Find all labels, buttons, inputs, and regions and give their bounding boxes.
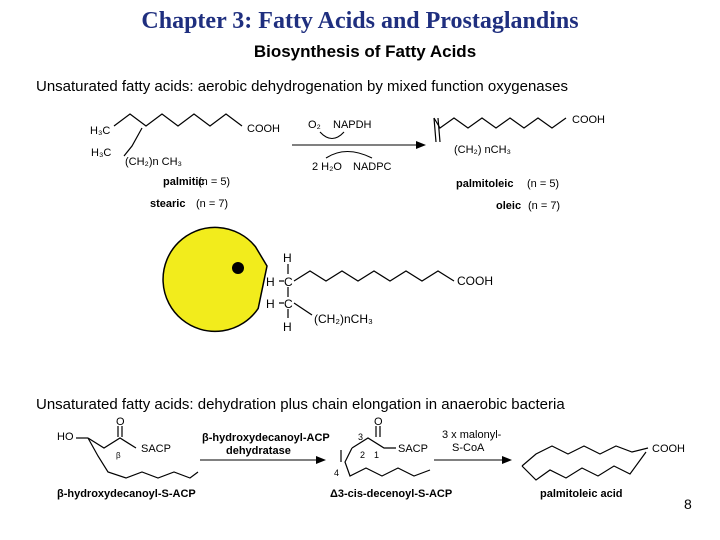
unsaturated-fatty-acid-structure: [433, 117, 567, 143]
num4-label: 4: [334, 468, 339, 478]
o-left-label: O: [116, 416, 125, 428]
reagent-line2: S-CoA: [452, 442, 485, 454]
stearic-label: stearic: [150, 198, 185, 210]
reaction-arrow-1: [292, 131, 416, 159]
cooh-right-label: COOH: [572, 114, 605, 126]
reagent-line1: 3 x malonyl-: [442, 429, 502, 441]
hydroxydecanoyl-structure: [76, 426, 199, 479]
enzyme-line2: dehydratase: [226, 445, 291, 457]
pacman-c2: C: [284, 297, 293, 311]
pacman-chain: (CH₂)nCH₃: [314, 312, 373, 326]
ho-label: HO: [57, 431, 74, 443]
num3-label: 3: [358, 432, 363, 442]
h3c-bottom-label: H₃C: [91, 147, 111, 159]
chain-right-label: (CH₂) nCH₃: [454, 144, 511, 156]
pacman-enzyme-illustration: [162, 226, 268, 333]
palmitic-n-label: (n = 5): [198, 176, 230, 188]
beta-left-label: β: [116, 451, 121, 460]
saturated-fatty-acid-structure: [113, 113, 243, 157]
pacman-c1: C: [284, 275, 293, 289]
h3c-top-label: H₃C: [90, 125, 110, 137]
pacman-h-bottom: H: [283, 320, 292, 334]
cooh-left-label: COOH: [247, 123, 280, 135]
anaerobic-description: Unsaturated fatty acids: dehydration plu…: [36, 396, 565, 413]
palmitoleic-acid-structure: [521, 445, 649, 481]
slide-title: Chapter 3: Fatty Acids and Prostaglandin…: [141, 8, 579, 34]
pacman-h-top: H: [283, 251, 292, 265]
nadpc-label: NADPC: [353, 161, 392, 173]
o-mid-label: O: [374, 416, 383, 428]
num2-label: 2: [360, 450, 365, 460]
enzyme-line1: β-hydroxydecanoyl-ACP: [202, 432, 330, 444]
pacman-h-c2: H: [266, 297, 275, 311]
sacp-left-label: SACP: [141, 443, 171, 455]
hydroxydecanoyl-name: β-hydroxydecanoyl-S-ACP: [57, 488, 196, 500]
sacp-mid-label: SACP: [398, 443, 428, 455]
pacman-cooh: COOH: [457, 274, 493, 288]
palmitic-label: palmitic: [163, 176, 205, 188]
palmitoleic-label: palmitoleic: [456, 178, 513, 190]
palmitoleic-acid-name: palmitoleic acid: [540, 488, 623, 500]
decenoyl-name: Δ3-cis-decenoyl-S-ACP: [330, 488, 452, 500]
chain-left-label: (CH₂)n CH₃: [125, 156, 182, 168]
slide-subtitle: Biosynthesis of Fatty Acids: [253, 42, 477, 61]
oleic-label: oleic: [496, 200, 521, 212]
cooh-bottom-right-label: COOH: [652, 443, 685, 455]
page-number: 8: [684, 496, 692, 512]
pacman-h-c1: H: [266, 275, 275, 289]
num1-label: 1: [374, 450, 379, 460]
aerobic-description: Unsaturated fatty acids: aerobic dehydro…: [36, 78, 568, 95]
stearic-n-label: (n = 7): [196, 198, 228, 210]
pacman-substrate-structure: [279, 264, 455, 318]
decenoyl-structure: [340, 426, 431, 477]
oleic-n-label: (n = 7): [528, 200, 560, 212]
napdh-label: NAPDH: [333, 119, 372, 131]
o2-label: O₂: [308, 119, 321, 131]
palmitoleic-n-label: (n = 5): [527, 178, 559, 190]
h2o-label: 2 H₂O: [312, 161, 342, 173]
